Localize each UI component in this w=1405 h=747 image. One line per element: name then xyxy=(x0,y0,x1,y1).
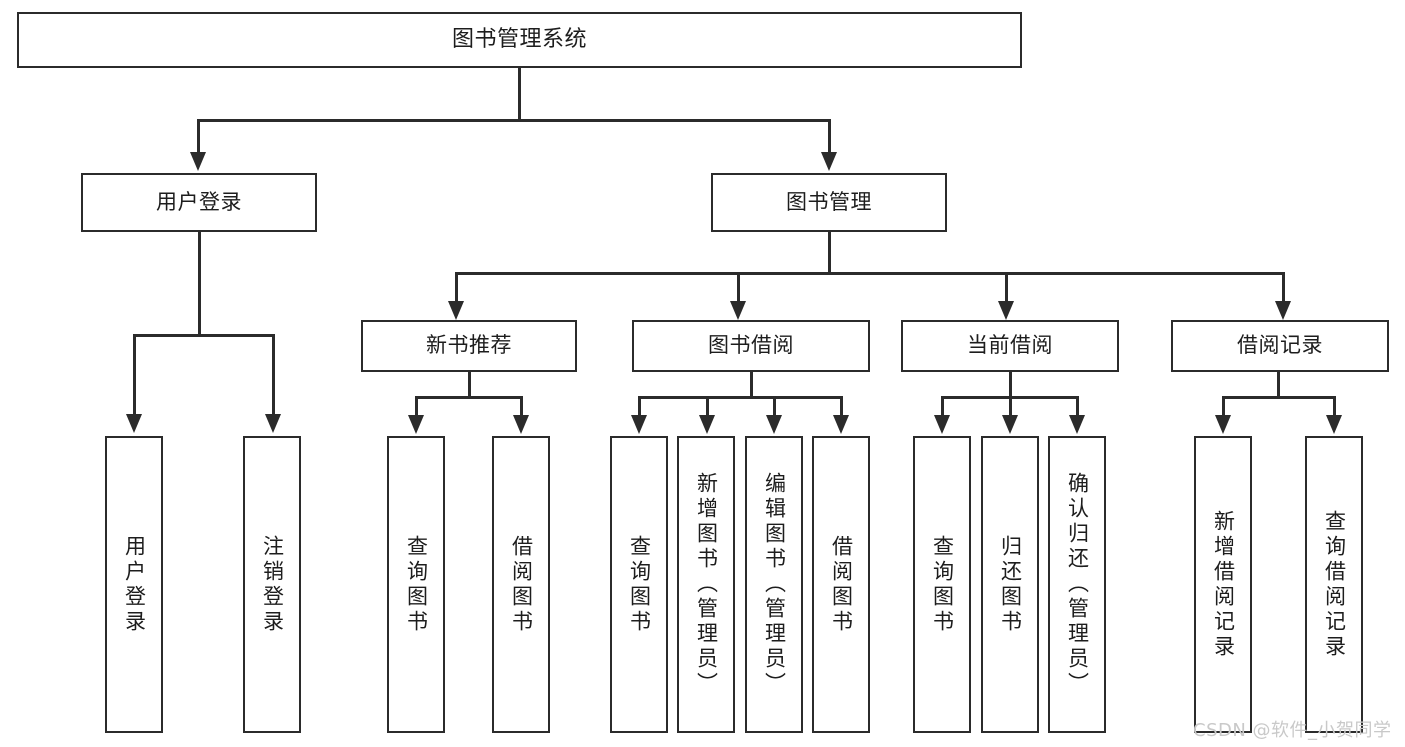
connector-br-to-leaf-0 xyxy=(1222,396,1225,418)
connector-br-stem xyxy=(1277,372,1280,398)
node-label: 查询图书 xyxy=(930,534,955,635)
connector-user-login-bus xyxy=(133,334,275,337)
leaf-bb-borrow-book[interactable]: 借阅图书 xyxy=(812,436,870,733)
leaf-br-add-borrow-record[interactable]: 新增借阅记录 xyxy=(1194,436,1252,733)
arrow-user-login-to-leaf-1 xyxy=(265,414,281,433)
connector-bb-to-leaf-1 xyxy=(706,396,709,418)
connector-bm-to-borrow-record xyxy=(1282,272,1285,304)
connector-root-to-book-management xyxy=(828,119,831,155)
node-label: 借阅图书 xyxy=(829,534,854,635)
connector-bb-to-leaf-0 xyxy=(638,396,641,418)
connector-br-bus xyxy=(1222,396,1335,399)
leaf-cb-confirm-return-admin[interactable]: 确认归还（管理员） xyxy=(1048,436,1106,733)
connector-bm-to-current-borrow xyxy=(1005,272,1008,304)
leaf-cb-query-book[interactable]: 查询图书 xyxy=(913,436,971,733)
node-user-login[interactable]: 用户登录 xyxy=(81,173,317,232)
node-label: 用户登录 xyxy=(156,189,242,214)
arrow-cb-to-leaf-2 xyxy=(1069,415,1085,434)
connector-bb-bus xyxy=(638,396,842,399)
arrow-bb-to-leaf-3 xyxy=(833,415,849,434)
node-label: 查询借阅记录 xyxy=(1322,509,1347,660)
node-label: 新增借阅记录 xyxy=(1211,509,1236,660)
leaf-user-login-logout[interactable]: 注销登录 xyxy=(243,436,301,733)
connector-user-login-to-leaf-0 xyxy=(133,334,136,417)
node-current-borrow[interactable]: 当前借阅 xyxy=(901,320,1119,372)
node-label: 用户登录 xyxy=(122,534,147,635)
arrow-bb-to-leaf-2 xyxy=(766,415,782,434)
node-label: 查询图书 xyxy=(627,534,652,635)
arrow-bb-to-leaf-0 xyxy=(631,415,647,434)
connector-nbr-to-leaf-1 xyxy=(520,396,523,418)
arrow-bm-to-current-borrow xyxy=(998,301,1014,320)
connector-bb-to-leaf-2 xyxy=(773,396,776,418)
arrow-bb-to-leaf-1 xyxy=(699,415,715,434)
node-borrow-record[interactable]: 借阅记录 xyxy=(1171,320,1389,372)
connector-root-to-user-login xyxy=(197,119,200,155)
arrow-br-to-leaf-1 xyxy=(1326,415,1342,434)
connector-book-management-stem xyxy=(828,232,831,274)
node-label: 图书管理系统 xyxy=(451,26,587,52)
connector-cb-to-leaf-1 xyxy=(1009,396,1012,418)
arrow-root-to-user-login xyxy=(190,152,206,171)
csdn-watermark: CSDN @软件_小贺同学 xyxy=(1193,720,1392,741)
connector-bb-stem xyxy=(750,372,753,398)
leaf-bb-add-book-admin[interactable]: 新增图书（管理员） xyxy=(677,436,735,733)
node-label: 图书管理 xyxy=(786,189,872,214)
arrow-bm-to-borrow-record xyxy=(1275,301,1291,320)
node-label: 借阅记录 xyxy=(1237,333,1323,358)
connector-nbr-stem xyxy=(468,372,471,398)
node-label: 图书借阅 xyxy=(708,333,794,358)
arrow-root-to-book-management xyxy=(821,152,837,171)
node-label: 借阅图书 xyxy=(509,534,534,635)
leaf-cb-return-book[interactable]: 归还图书 xyxy=(981,436,1039,733)
leaf-bb-query-book[interactable]: 查询图书 xyxy=(610,436,668,733)
connector-nbr-bus xyxy=(415,396,522,399)
connector-user-login-to-leaf-1 xyxy=(272,334,275,417)
arrow-nbr-to-leaf-0 xyxy=(408,415,424,434)
connector-bm-to-new-book xyxy=(455,272,458,304)
node-label: 当前借阅 xyxy=(967,333,1053,358)
connector-user-login-stem xyxy=(198,232,201,336)
node-new-book-recommend[interactable]: 新书推荐 xyxy=(361,320,577,372)
node-root-book-management-system[interactable]: 图书管理系统 xyxy=(17,12,1022,68)
leaf-br-query-borrow-record[interactable]: 查询借阅记录 xyxy=(1305,436,1363,733)
node-label: 新增图书（管理员） xyxy=(694,472,719,697)
connector-nbr-to-leaf-0 xyxy=(415,396,418,418)
node-label: 编辑图书（管理员） xyxy=(762,472,787,697)
connector-bb-to-leaf-3 xyxy=(840,396,843,418)
node-label: 注销登录 xyxy=(260,534,285,635)
connector-br-to-leaf-1 xyxy=(1333,396,1336,418)
node-label: 新书推荐 xyxy=(426,333,512,358)
leaf-bb-edit-book-admin[interactable]: 编辑图书（管理员） xyxy=(745,436,803,733)
arrow-nbr-to-leaf-1 xyxy=(513,415,529,434)
connector-book-management-bus xyxy=(455,272,1284,275)
connector-bm-to-book-borrow xyxy=(737,272,740,304)
arrow-cb-to-leaf-0 xyxy=(934,415,950,434)
node-book-borrow[interactable]: 图书借阅 xyxy=(632,320,870,372)
connector-cb-to-leaf-0 xyxy=(941,396,944,418)
leaf-user-login-user-login[interactable]: 用户登录 xyxy=(105,436,163,733)
connector-cb-stem xyxy=(1009,372,1012,398)
connector-root-stem xyxy=(518,68,521,121)
node-label: 归还图书 xyxy=(998,534,1023,635)
arrow-cb-to-leaf-1 xyxy=(1002,415,1018,434)
leaf-nbr-borrow-book[interactable]: 借阅图书 xyxy=(492,436,550,733)
node-label: 确认归还（管理员） xyxy=(1065,472,1090,697)
connector-root-bus xyxy=(197,119,831,122)
leaf-nbr-query-book[interactable]: 查询图书 xyxy=(387,436,445,733)
node-label: 查询图书 xyxy=(404,534,429,635)
arrow-user-login-to-leaf-0 xyxy=(126,414,142,433)
arrow-bm-to-book-borrow xyxy=(730,301,746,320)
arrow-bm-to-new-book xyxy=(448,301,464,320)
connector-cb-to-leaf-2 xyxy=(1076,396,1079,418)
node-book-management[interactable]: 图书管理 xyxy=(711,173,947,232)
arrow-br-to-leaf-0 xyxy=(1215,415,1231,434)
